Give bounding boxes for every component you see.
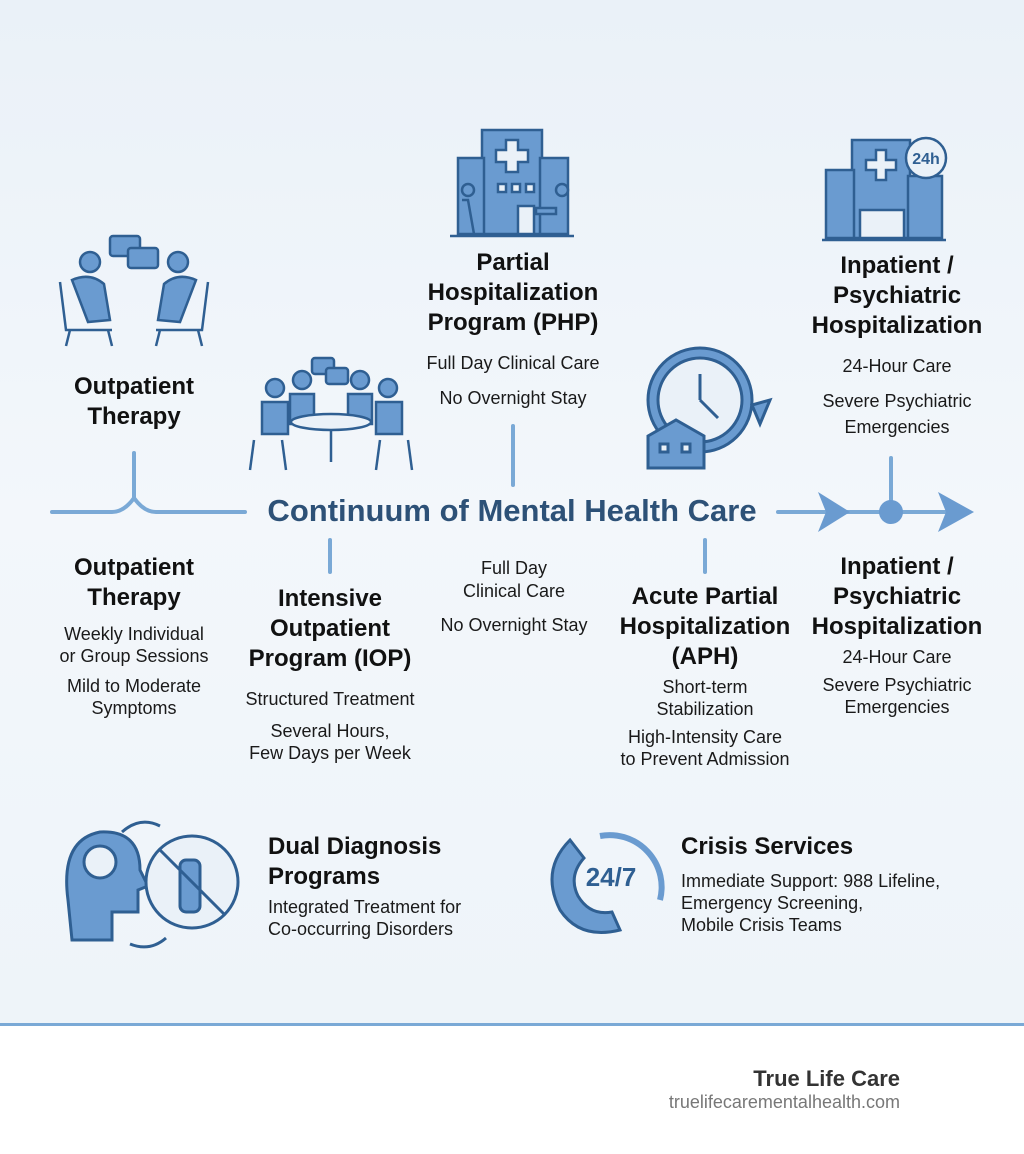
clock-home-cycle-icon <box>646 346 773 470</box>
title-line: Inpatient / <box>840 553 954 580</box>
detail: Severe Psychiatric <box>822 391 972 411</box>
title-line: Therapy <box>87 403 181 430</box>
title-line: Hospitalization <box>427 279 599 306</box>
brain-no-substance-icon <box>65 820 240 949</box>
detail: Stabilization <box>656 699 754 719</box>
page-title: Continuum of Mental Health Care <box>267 493 757 528</box>
detail: No Overnight Stay <box>439 388 587 408</box>
detail: Short-term <box>662 677 748 697</box>
bottom-php: Full Day Clinical Care No Overnight Stay <box>440 557 587 636</box>
title-line: Dual Diagnosis <box>268 833 442 860</box>
title-line: Hospitalization <box>811 312 983 339</box>
crisis-services: Crisis Services Immediate Support: 988 L… <box>681 832 940 936</box>
detail: Emergencies <box>844 417 950 437</box>
detail: 24-Hour Care <box>842 647 952 667</box>
detail: Mobile Crisis Teams <box>681 915 842 935</box>
bottom-outpatient: Outpatient Therapy Weekly Individual or … <box>59 553 208 719</box>
footer-brand: True Life Care truelifecarementalhealth.… <box>669 1066 900 1113</box>
top-outpatient: Outpatient Therapy <box>74 372 194 432</box>
detail: Emergency Screening, <box>681 893 864 913</box>
title-line: Psychiatric <box>832 282 962 309</box>
brand-name: True Life Care <box>753 1066 900 1091</box>
detail: Emergencies <box>844 697 950 717</box>
title-line: Acute Partial <box>631 583 779 610</box>
dual-diagnosis: Dual Diagnosis Programs Integrated Treat… <box>268 832 461 940</box>
continuum-graphics: 24h 24/7 <box>50 128 974 949</box>
title-line: Partial <box>476 249 550 276</box>
title-line: Program (IOP) <box>248 645 412 672</box>
title-line: Therapy <box>87 584 181 611</box>
bottom-inpatient: Inpatient / Psychiatric Hospitalization … <box>812 552 983 718</box>
hospital-24h-icon <box>822 136 948 242</box>
detail: Structured Treatment <box>245 689 415 709</box>
title-line: Programs <box>268 863 381 890</box>
title-line: Crisis Services <box>681 833 854 860</box>
therapy-session-icon <box>58 234 210 347</box>
timeline-left <box>50 494 247 514</box>
detail: Mild to Moderate <box>66 676 202 696</box>
detail: Co-occurring Disorders <box>268 919 454 939</box>
detail: or Group Sessions <box>59 646 209 666</box>
detail: 24-Hour Care <box>842 356 952 376</box>
24h-badge: 24h <box>912 151 940 168</box>
detail: Full Day Clinical Care <box>426 353 600 373</box>
arrow-icon <box>938 492 974 532</box>
title-line: Hospitalization <box>619 613 791 640</box>
title-line: (APH) <box>671 643 739 670</box>
detail: Few Days per Week <box>249 743 411 763</box>
detail: No Overnight Stay <box>440 615 588 635</box>
detail: Integrated Treatment for <box>268 897 462 917</box>
top-inpatient: Inpatient / Psychiatric Hospitalization … <box>812 251 983 438</box>
phone-24-7-icon <box>550 832 665 934</box>
title-line: Outpatient <box>73 554 194 581</box>
title-line: Outpatient <box>269 615 390 642</box>
title-line: Hospitalization <box>811 613 983 640</box>
detail: Immediate Support: 988 Lifeline, <box>681 871 941 891</box>
detail: Severe Psychiatric <box>822 675 972 695</box>
bottom-iop: Intensive Outpatient Program (IOP) Struc… <box>245 584 414 764</box>
title-line: Outpatient <box>74 373 194 400</box>
detail: High-Intensity Care <box>627 727 783 747</box>
timeline-node <box>879 500 903 524</box>
detail: Clinical Care <box>462 581 566 601</box>
title-line: Program (PHP) <box>427 309 599 336</box>
brand-url[interactable]: truelifecarementalhealth.com <box>668 1092 900 1112</box>
detail: Full Day <box>480 558 548 578</box>
top-php: Partial Hospitalization Program (PHP) Fu… <box>426 248 599 409</box>
bottom-aph: Acute Partial Hospitalization (APH) Shor… <box>620 582 791 770</box>
detail: Weekly Individual <box>64 624 204 644</box>
24-7-badge: 24/7 <box>586 862 637 892</box>
title-line: Inpatient / <box>840 252 954 279</box>
detail: to Prevent Admission <box>620 749 790 769</box>
title-line: Psychiatric <box>832 583 962 610</box>
title-line: Intensive <box>277 585 383 612</box>
hospital-building-icon <box>450 128 574 238</box>
arrow-icon <box>818 492 850 532</box>
footer-divider <box>0 1023 1024 1026</box>
group-therapy-table-icon <box>248 356 414 471</box>
detail: Several Hours, <box>270 721 390 741</box>
detail: Symptoms <box>91 698 177 718</box>
